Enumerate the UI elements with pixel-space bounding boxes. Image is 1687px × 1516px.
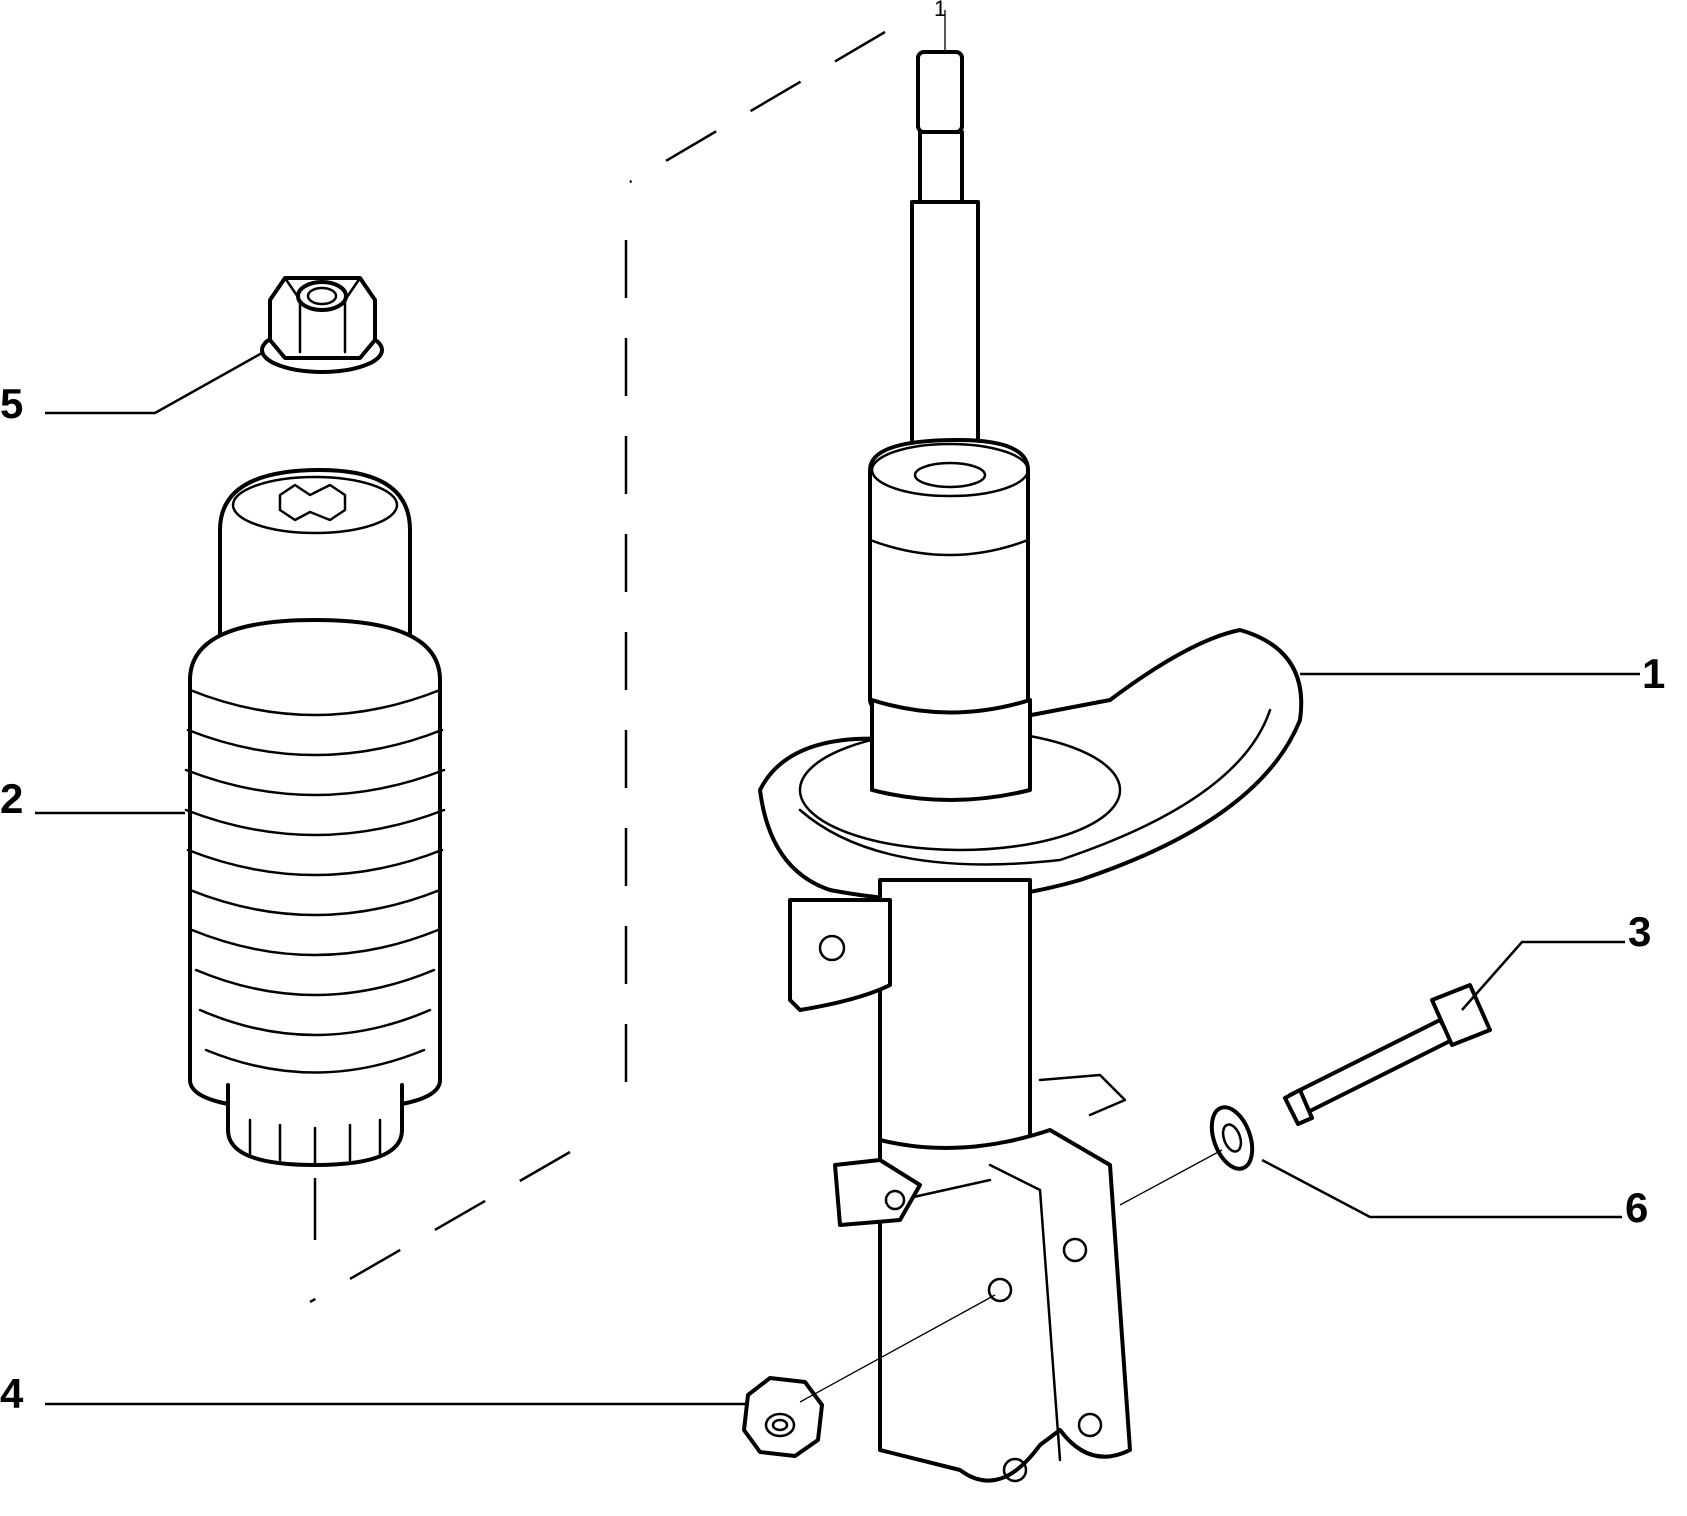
- washer: [1209, 1105, 1255, 1171]
- callout-6: 6: [1625, 1184, 1648, 1231]
- callout-5: 5: [0, 380, 23, 427]
- leader-lines: [35, 10, 1640, 1406]
- callout-3: 3: [1628, 908, 1651, 955]
- callout-1: 1: [1642, 650, 1665, 697]
- leader-3: [1461, 940, 1625, 1011]
- assembly-guide-lines: [309, 30, 886, 1304]
- leader-nut-axis: [799, 1294, 996, 1403]
- leader-5: [45, 351, 263, 415]
- bolt: [1283, 983, 1492, 1126]
- shock-absorber-strut: [758, 50, 1304, 1483]
- dust-boot-bellows: [184, 468, 446, 1167]
- callout-2: 2: [0, 775, 23, 822]
- leader-washer-axis: [1119, 1149, 1223, 1206]
- callout-top-1: 1: [934, 0, 946, 21]
- top-flange-nut: [260, 276, 384, 374]
- guide-line-top: [629, 30, 886, 184]
- callout-labels: 1 2 3 4 5 6 1: [0, 0, 1665, 1417]
- leader-6: [1261, 1158, 1622, 1219]
- flange-nut: [742, 1376, 824, 1458]
- callout-4: 4: [0, 1370, 24, 1417]
- guide-line-bottom: [309, 1150, 571, 1304]
